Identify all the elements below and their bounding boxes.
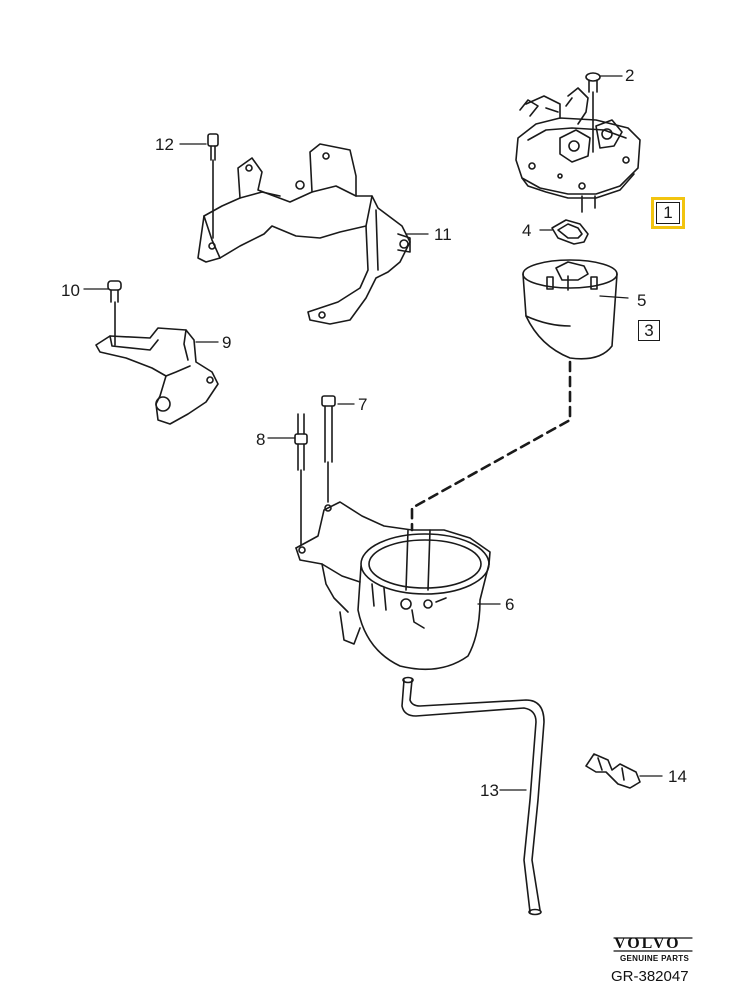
volvo-logo: VOLVO xyxy=(614,935,681,952)
bolt-7-drawing xyxy=(321,395,336,503)
filter-element-5-drawing xyxy=(522,259,618,360)
leader-lines xyxy=(83,75,663,791)
volvo-logo-bars xyxy=(613,937,693,952)
hose-13-drawing xyxy=(401,676,545,916)
screw-10-drawing xyxy=(107,280,122,346)
part-label-4[interactable]: 4 xyxy=(522,221,532,240)
part-label-2[interactable]: 2 xyxy=(625,66,635,85)
filter-cover-1-drawing xyxy=(515,87,641,213)
holder-bracket-9-drawing xyxy=(95,327,219,425)
genuine-parts-text: GENUINE PARTS xyxy=(620,954,690,963)
connector-dashed-line xyxy=(410,360,572,532)
seal-ring-4-drawing xyxy=(551,219,589,245)
stud-8-drawing xyxy=(294,413,308,546)
part-label-10[interactable]: 10 xyxy=(61,281,80,300)
part-label-9[interactable]: 9 xyxy=(222,333,232,352)
clip-14-drawing xyxy=(585,753,641,789)
part-label-12[interactable]: 12 xyxy=(155,135,174,154)
part-label-8[interactable]: 8 xyxy=(256,430,266,449)
highlight-frame xyxy=(651,197,685,229)
part-label-13[interactable]: 13 xyxy=(480,781,499,800)
part-label-5[interactable]: 5 xyxy=(637,291,647,310)
mounting-bracket-11-drawing xyxy=(197,143,411,325)
diagram-reference: GR-382047 xyxy=(611,968,689,985)
part-label-6[interactable]: 6 xyxy=(505,595,515,614)
part-label-14[interactable]: 14 xyxy=(668,767,687,786)
filter-housing-6-drawing xyxy=(295,501,491,671)
screw-12-drawing xyxy=(207,133,219,239)
part-label-11[interactable]: 11 xyxy=(434,225,452,244)
part-label-3[interactable]: 3 xyxy=(638,320,660,341)
screw-2-drawing xyxy=(585,72,601,153)
part-label-7[interactable]: 7 xyxy=(358,395,368,414)
part-label-1[interactable]: 1 xyxy=(656,202,680,224)
